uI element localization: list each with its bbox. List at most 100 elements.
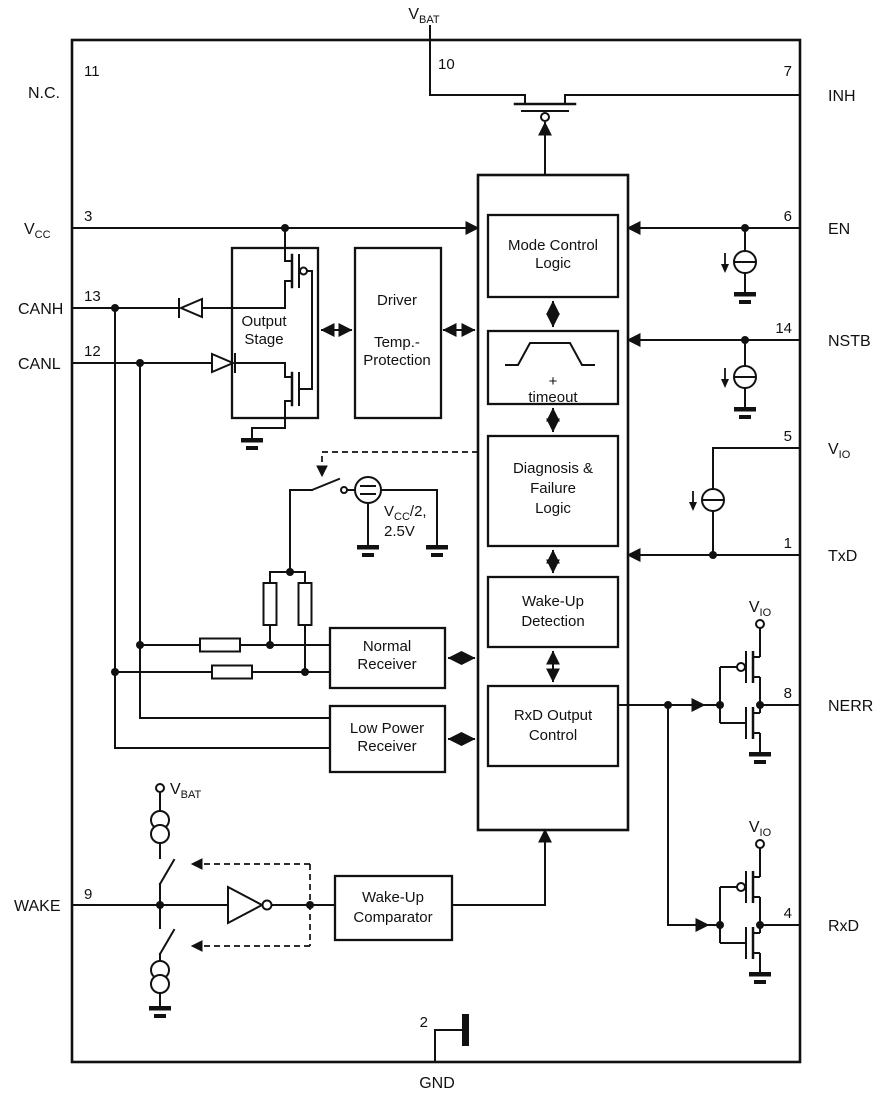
timeout-label: timeout <box>528 389 578 406</box>
output-stage-label2: Stage <box>244 331 283 348</box>
junction-dot <box>301 668 309 676</box>
rxd-output-control-label2: Control <box>529 727 577 744</box>
resistor-icon <box>262 582 278 626</box>
receivers-section: Normal Receiver Low Power Receiver <box>328 626 476 774</box>
junction-dot <box>111 304 119 312</box>
current-source-icon <box>720 365 757 389</box>
pin-number-11: 11 <box>84 63 100 80</box>
junction-dot <box>664 701 672 709</box>
pin-number-1: 1 <box>784 535 792 552</box>
resistor-icon <box>199 637 241 653</box>
diagnosis-label2: Failure <box>530 480 576 497</box>
pin-number-3: 3 <box>84 208 92 225</box>
vbat-terminal-icon <box>155 783 165 793</box>
rxd-output-control-label1: RxD Output <box>514 707 593 724</box>
junction-dot <box>741 224 749 232</box>
output-drivers-section: VIO 8 NERR VIO 4 RxD <box>617 599 873 984</box>
junction-dot <box>306 901 314 909</box>
inh-pass-transistor-icon <box>513 94 577 122</box>
pin-label-vcc: VCC <box>24 221 51 241</box>
driver-label3: Protection <box>363 352 431 369</box>
junction-dot <box>136 641 144 649</box>
wire-vio <box>712 447 801 556</box>
wire-gnd <box>434 1029 463 1063</box>
pin-number-9: 9 <box>84 886 92 903</box>
pin-number-5: 5 <box>784 428 792 445</box>
pin-label-wake: WAKE <box>14 898 61 915</box>
diagnosis-failure-logic-box <box>486 434 620 548</box>
pin-label-txd: TxD <box>828 548 857 565</box>
vcc-output-stage-section: VCC 3 Output Stage Driver Temp.- Protect… <box>18 208 480 450</box>
driver-label1: Driver <box>377 292 417 309</box>
normal-receiver-label1: Normal <box>363 638 411 655</box>
vbat-top-label: VBAT <box>408 6 440 26</box>
trapezoid-waveform-icon <box>505 342 595 366</box>
pin-label-en: EN <box>828 221 850 238</box>
current-source-icon <box>150 810 170 844</box>
junction-dot <box>281 224 289 232</box>
switch-icon <box>310 477 341 492</box>
pin-number-12: 12 <box>84 343 101 360</box>
switch-control-dashed-arrow <box>316 451 478 478</box>
pin-label-rxd: RxD <box>828 918 859 935</box>
mode-control-logic-label2: Logic <box>535 255 571 272</box>
wake-section: VBAT WAKE 9 Wake-Up Comparator <box>14 781 552 1018</box>
wakeup-detection-label2: Detection <box>521 613 584 630</box>
ground-icon <box>734 292 756 304</box>
wakeup-comparator-label2: Comparator <box>353 909 432 926</box>
ground-icon <box>426 545 448 557</box>
vio-nerr-label: VIO <box>749 599 772 619</box>
switch-contact <box>340 486 348 494</box>
inverter-bubble-icon <box>261 899 273 911</box>
pin-label-inh: INH <box>828 88 856 105</box>
mode-control-logic-box <box>486 213 620 299</box>
gnd-section: 2 GND <box>419 1014 469 1092</box>
low-power-receiver-label2: Receiver <box>357 738 416 755</box>
junction-dot <box>266 641 274 649</box>
top-section: VBAT 10 11 N.C. 7 INH <box>28 6 856 176</box>
wire <box>114 644 331 673</box>
pin-number-7: 7 <box>784 63 792 80</box>
timeout-plus-label: + <box>549 373 558 390</box>
mosfet-bubble-icon <box>540 112 550 122</box>
wire <box>367 489 438 546</box>
output-stage-label1: Output <box>241 313 287 330</box>
junction-dot <box>156 901 164 909</box>
junction-dot <box>136 359 144 367</box>
diagnosis-label3: Logic <box>535 500 571 517</box>
pin-label-nstb: NSTB <box>828 333 871 350</box>
wire-vbat-inh <box>429 25 801 96</box>
junction-dot <box>111 668 119 676</box>
voltage-source-icon <box>354 476 382 504</box>
normal-receiver-box <box>328 626 447 690</box>
pin-label-nc: N.C. <box>28 85 60 102</box>
switch-icon <box>158 858 176 886</box>
pin-number-6: 6 <box>784 208 792 225</box>
current-source-icon <box>150 960 170 994</box>
wake-up-detection-box <box>486 575 620 649</box>
vcc-half-label: VCC/2, <box>384 503 427 523</box>
pin-number-14: 14 <box>775 320 792 337</box>
ground-icon <box>149 1006 171 1018</box>
normal-receiver-label2: Receiver <box>357 656 416 673</box>
vbat-wake-label: VBAT <box>170 781 202 801</box>
diagnosis-label1: Diagnosis & <box>513 460 593 477</box>
ground-icon <box>734 407 756 419</box>
wire-bus-lines <box>114 307 331 749</box>
low-power-receiver-label1: Low Power <box>350 720 424 737</box>
pin-label-canl: CANL <box>18 356 61 373</box>
central-logic-block: Mode Control Logic + timeout Diagnosis &… <box>476 173 630 832</box>
junction-dot <box>709 551 717 559</box>
canl-diode-icon <box>211 352 236 374</box>
canh-diode-icon <box>178 297 203 319</box>
vio-rxd-label: VIO <box>749 819 772 839</box>
ground-icon <box>241 438 263 450</box>
pin-number-8: 8 <box>784 685 792 702</box>
low-power-receiver-box <box>328 704 447 774</box>
output-pmos-icon <box>284 227 313 309</box>
ground-icon <box>357 545 379 557</box>
pin-label-canh: CANH <box>18 301 63 318</box>
current-source-icon <box>720 250 757 274</box>
